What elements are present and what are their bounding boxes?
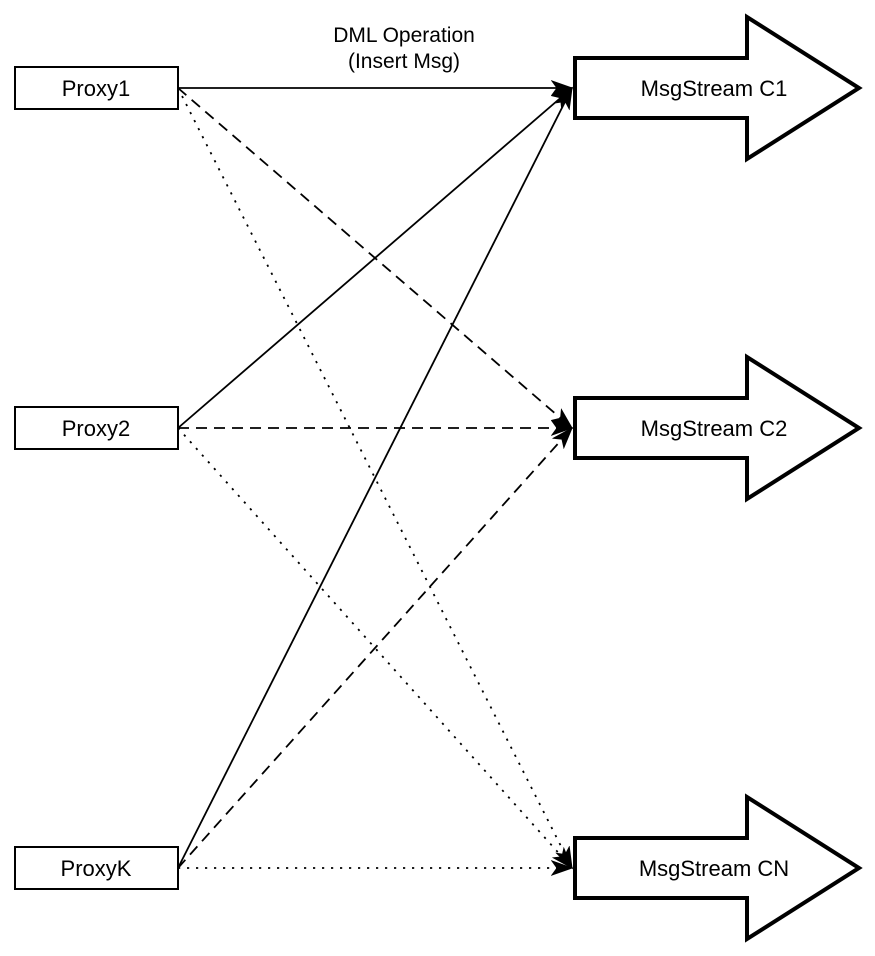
proxy2-box — [14, 406, 179, 450]
caption-line1: DML Operation — [333, 24, 475, 47]
proxy1-label: Proxy1 — [62, 76, 130, 101]
edge-proxyk-to-c1-solid — [177, 88, 573, 869]
edge-proxy1-to-cn-dotted — [177, 87, 573, 868]
msgstream-cn-arrow — [573, 793, 863, 943]
msgstream-cn-label: MsgStream CN — [639, 856, 789, 881]
msgstream-c1-label: MsgStream C1 — [641, 76, 788, 101]
proxyk-box — [14, 846, 179, 890]
msgstream-c1-arrow — [573, 13, 863, 163]
msgstream-c2-arrow — [573, 353, 863, 503]
proxy1-box — [14, 66, 179, 110]
msgstream-c2-label: MsgStream C2 — [641, 416, 788, 441]
edge-proxy1-to-c2-dashed — [177, 87, 572, 428]
proxyk-label: ProxyK — [61, 856, 132, 881]
caption-line2: (Insert Msg) — [348, 50, 460, 73]
edge-proxyk-to-c2-dashed — [177, 428, 572, 869]
proxy2-label: Proxy2 — [62, 416, 130, 441]
